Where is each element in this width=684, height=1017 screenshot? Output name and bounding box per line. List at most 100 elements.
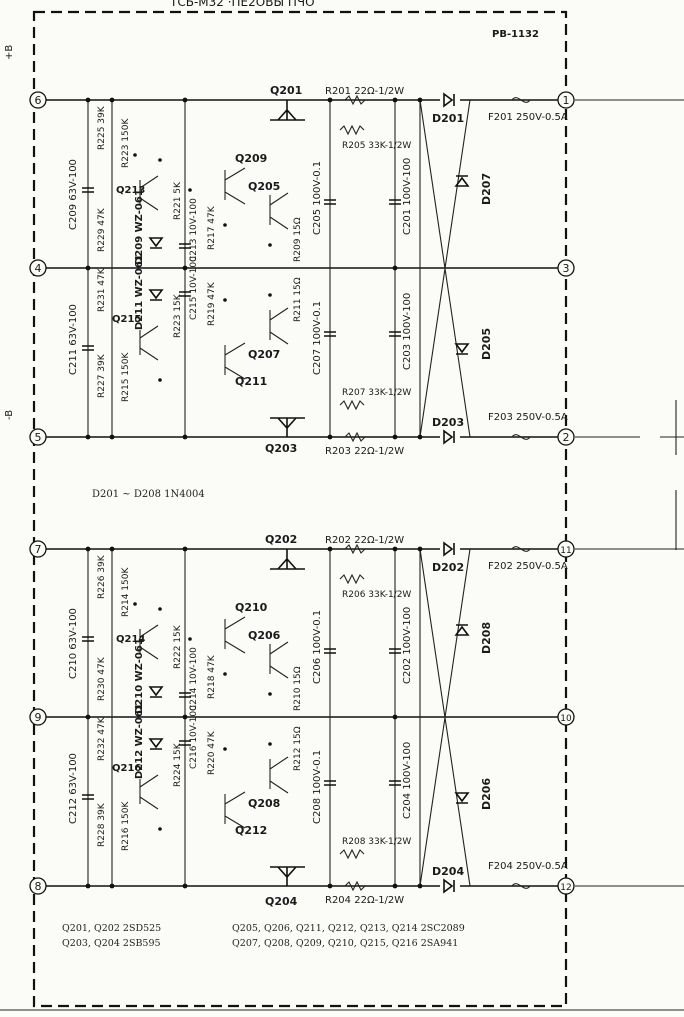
r208-symbol [339,848,365,860]
c214-c216-symbols [179,692,191,746]
r208-label: R208 33K-1/2W [342,837,411,847]
channel-top [46,92,560,445]
svg-text:2: 2 [563,431,570,444]
c212-label: C212 63V-100 [68,753,79,824]
q205-symbol [269,192,289,230]
q203-label: Q203 [265,442,297,455]
board-outline [32,10,568,1008]
c216-label: C216 10V-100 [189,705,199,769]
junction-dots-2 [85,546,423,889]
q201-label: Q201 [270,84,302,97]
q212-symbol [224,791,246,829]
c209-symbol [82,187,94,193]
c213-label: C213 10V-100 [189,198,199,262]
q209-label: Q209 [235,152,267,165]
d211-label: D211 WZ-061 [134,254,145,330]
terminal-7: 7 [29,540,47,558]
terminals-right: 1 3 2 11 10 12 [557,91,575,895]
q204-label: Q204 [265,895,298,908]
q210-label: Q210 [235,601,268,614]
terminal-9: 9 [29,708,47,726]
r214-label: R214 150K [121,567,131,617]
terminals-left: 6 4 5 7 9 8 [29,91,47,895]
svg-text:10: 10 [560,714,572,724]
r228-label: R228 39K [97,802,107,847]
c203-symbol [389,331,401,337]
r202-label: R202 22Ω-1/2W [325,535,404,546]
r232-label: R232 47K [97,716,107,761]
c211-symbol [82,345,94,351]
r206-label: R206 33K-1/2W [342,590,411,600]
f202-label: F202 250V-0.5A [488,561,568,572]
d205-symbol [454,343,470,355]
q207-symbol [269,307,289,345]
d206-label: D206 [480,778,493,810]
q209-symbol [224,167,246,205]
f203-symbol [511,434,531,440]
d206-symbol [454,792,470,804]
q202-label: Q202 [265,533,297,546]
r221-label: R221 5K [173,181,183,220]
c203-label: C203 100V-100 [402,293,413,370]
c206-symbol [324,648,336,654]
svg-text:12: 12 [560,883,571,893]
d202-symbol [443,541,455,557]
d212-symbol [148,738,164,750]
f203-label: F203 250V-0.5A [488,412,568,423]
r201-symbol [344,94,366,106]
c208-label: C208 100V-0.1 [312,750,323,824]
c209-label: C209 63V-100 [68,159,79,230]
r203-label: R203 22Ω-1/2W [325,446,404,457]
d210-symbol [148,686,164,698]
svg-text:8: 8 [35,880,42,893]
c207-symbol [324,331,336,337]
c215-label: C215 10V-100 [189,256,199,320]
d208-label: D208 [480,622,493,654]
d209-symbol [148,237,164,249]
svg-text:11: 11 [560,546,571,556]
q213-symbol [139,175,159,211]
legend-line2-right: Q207, Q208, Q209, Q210, Q215, Q216 2SA94… [232,938,458,949]
c214-label: C214 10V-100 [189,647,199,711]
terminal-3: 3 [557,259,575,277]
c204-label: C204 100V-100 [402,742,413,819]
svg-text:3: 3 [563,262,570,275]
external-wires [575,99,684,887]
r212-label: R212 15Ω [293,726,303,771]
r205-label: R205 33K-1/2W [342,141,411,151]
r219-label: R219 47K [207,281,217,326]
r204-symbol [344,880,366,892]
q201-symbol [270,100,305,121]
c213-c215-symbols [179,243,191,297]
c202-symbol [389,648,401,654]
d204-symbol [443,878,455,894]
r222-label: R222 15K [173,624,183,669]
terminal-6: 6 [29,91,47,109]
d203-label: D203 [432,416,464,429]
c205-symbol [324,199,336,205]
r203-symbol [344,431,366,443]
svg-text:9: 9 [35,711,42,724]
r226-label: R226 39K [97,554,107,599]
r201-label: R201 22Ω-1/2W [325,86,404,97]
c208-symbol [324,780,336,786]
legend-line1-right: Q205, Q206, Q211, Q212, Q213, Q214 2SC20… [232,923,465,934]
terminal-2: 2 [557,428,575,446]
d202-label: D202 [432,561,464,574]
d207-symbol [454,175,470,187]
diode-note: D201 ~ D208 1N4004 [92,489,205,500]
terminal-11: 11 [557,540,575,558]
c201-label: C201 100V-100 [402,158,413,235]
terminal-12: 12 [557,877,575,895]
svg-text:7: 7 [35,543,42,556]
c206-label: C206 100V-0.1 [312,610,323,684]
cut-title: ТСБ-М32 ·ПЕ2ОВЫ ПЧО [169,0,315,9]
d210-label: D210 WZ-061 [134,638,145,714]
d207-label: D207 [480,173,493,205]
q214-label: Q214 [116,634,145,645]
f201-symbol [511,97,531,103]
r206-symbol [339,573,365,585]
c211-label: C211 63V-100 [68,304,79,375]
q206-symbol [269,641,289,679]
